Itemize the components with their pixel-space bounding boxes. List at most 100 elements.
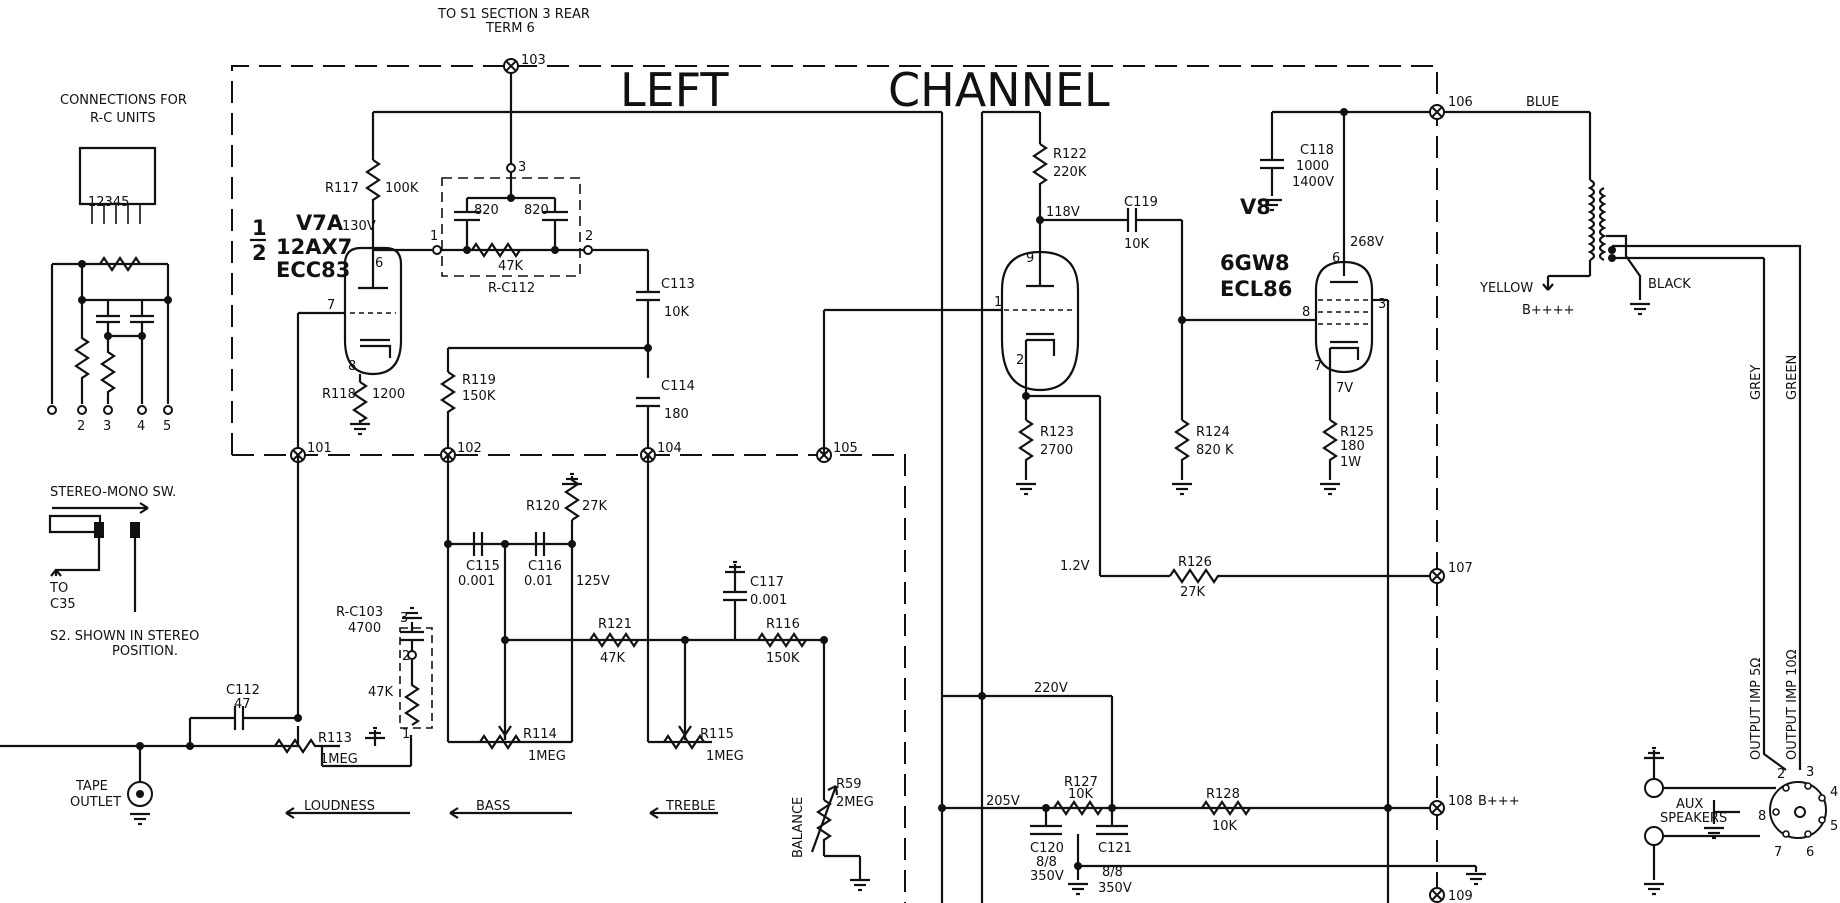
- c119-capacitor: [1126, 208, 1138, 232]
- r122-ref: R122: [1053, 147, 1087, 162]
- c118-val1: 1000: [1296, 159, 1329, 174]
- v8-name: V8: [1240, 195, 1271, 219]
- c118-capacitor: [1260, 158, 1284, 196]
- r118-ref: R118: [322, 387, 356, 402]
- ground-symbol: [1170, 482, 1194, 496]
- r123-val: 2700: [1040, 443, 1073, 458]
- socket-pin-2: 2: [1777, 767, 1785, 782]
- volt-118: 118V: [1046, 205, 1080, 220]
- r120-val: 27K: [582, 499, 608, 514]
- r114-wiper: [498, 725, 512, 740]
- junction-dot: [138, 332, 146, 340]
- rc112-c1: 820: [474, 203, 499, 218]
- v7a-pin-grid: 7: [327, 298, 335, 313]
- rc-inset-title1: CONNECTIONS FOR: [60, 93, 187, 108]
- r123-ref: R123: [1040, 425, 1074, 440]
- rc103-capacitor: [400, 622, 424, 651]
- control-balance: BALANCE: [791, 797, 806, 858]
- junction-dot: [644, 344, 652, 352]
- r117-ref: R117: [325, 181, 359, 196]
- switch-contact-1: [94, 522, 104, 538]
- output-imp-10: OUTPUT IMP 10Ω: [1785, 649, 1800, 760]
- stereo-switch-note1: S2. SHOWN IN STEREO: [50, 629, 199, 644]
- wire-blue: BLUE: [1526, 95, 1559, 110]
- socket-pins: [1772, 782, 1826, 838]
- term-101: 101: [307, 441, 332, 456]
- ground-symbol: [1642, 882, 1666, 896]
- yellow-arrow: [1542, 283, 1554, 291]
- rc112-pin1-node: [432, 245, 442, 255]
- rc-inset-pin-5: 5: [163, 419, 171, 434]
- terminal-103: [503, 58, 519, 74]
- rc103-r: 47K: [368, 685, 394, 700]
- v7a-type2: ECC83: [276, 258, 350, 282]
- chassis-outline: [231, 65, 1438, 903]
- ground-symbol: [1464, 872, 1488, 886]
- r119-val: 150K: [462, 389, 496, 404]
- r126-val: 27K: [1180, 585, 1206, 600]
- aux-label2: SPEAKERS: [1660, 811, 1727, 826]
- r126-ref: R126: [1178, 555, 1212, 570]
- c117-ref: C117: [750, 575, 784, 590]
- r128-resistor: [1201, 800, 1251, 816]
- c-820b: [542, 198, 568, 250]
- r124-val: 820 K: [1196, 443, 1234, 458]
- title-left: LEFT: [620, 63, 729, 117]
- rc-inset-pin-3: 3: [103, 419, 111, 434]
- transformer-primary: [1587, 179, 1596, 261]
- ground-symbol: [560, 472, 584, 486]
- c117-capacitor: [723, 564, 747, 602]
- v7a-pin-plate: 6: [375, 256, 383, 271]
- rc112-pin3: 3: [518, 160, 526, 175]
- ground-symbol: [128, 812, 152, 826]
- c118-ref: C118: [1300, 143, 1334, 158]
- wire-green-line: [1770, 244, 1802, 770]
- r128-val: 10K: [1212, 819, 1238, 834]
- terminal-109: [1429, 887, 1445, 903]
- aux-label1: AUX: [1676, 797, 1703, 812]
- stereo-switch-note2: POSITION.: [112, 644, 178, 659]
- term-102: 102: [457, 441, 482, 456]
- c114-val: 180: [664, 407, 689, 422]
- volt-220: 220V: [1034, 681, 1068, 696]
- switch-slider: [48, 514, 102, 534]
- tape-jack-center: [136, 790, 144, 798]
- r115-wiper: [678, 725, 692, 740]
- rc112-pin1: 1: [430, 229, 438, 244]
- v8p-pin-grid: 8: [1302, 305, 1310, 320]
- switch-arrow: [52, 502, 149, 514]
- rc-unit-leads: [91, 204, 141, 224]
- rc103-node2: [407, 650, 417, 660]
- c120-val2: 350V: [1030, 869, 1064, 884]
- r120-ref: R120: [526, 499, 560, 514]
- rc-unit-pins: 12345: [88, 195, 129, 210]
- r125-val2: 1W: [1340, 455, 1361, 470]
- c120-ref: C120: [1030, 841, 1064, 856]
- r124-ref: R124: [1196, 425, 1230, 440]
- r114-val: 1MEG: [528, 749, 566, 764]
- junction-dot: [501, 636, 509, 644]
- r59-adjust-arrow: [810, 785, 839, 853]
- c116-capacitor: [534, 532, 546, 556]
- v8-type2: ECL86: [1220, 277, 1292, 301]
- socket-pin-7: 7: [1774, 845, 1782, 860]
- v7a-tube-envelope: [343, 246, 403, 376]
- v7a-half-num: 1: [252, 216, 267, 240]
- c116-ref: C116: [528, 559, 562, 574]
- stereo-switch-to: TO: [49, 581, 68, 596]
- v8-type1: 6GW8: [1220, 251, 1290, 275]
- r128-ref: R128: [1206, 787, 1240, 802]
- volt-125: 125V: [576, 574, 610, 589]
- rc112-pin3-node: [506, 163, 516, 173]
- r123-resistor: [1018, 419, 1034, 480]
- tape-label2: OUTLET: [70, 795, 121, 810]
- c112-val: 47: [234, 697, 251, 712]
- r122-resistor: [1032, 143, 1048, 220]
- tape-label1: TAPE: [75, 779, 108, 794]
- r115-ref: R115: [700, 727, 734, 742]
- treble-arrow: [649, 807, 718, 819]
- c115-val: 0.001: [458, 574, 495, 589]
- term-109: 109: [1448, 889, 1473, 903]
- v8p-cathode: [1330, 340, 1360, 360]
- junction-dot: [186, 742, 194, 750]
